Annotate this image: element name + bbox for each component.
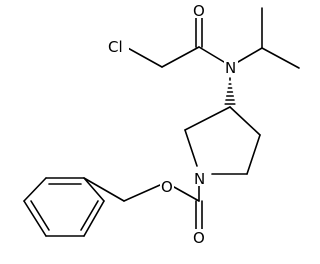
- bond-c2-c3: [184, 106, 231, 131]
- chemical-structure: Cl O N N O O: [23, 2, 300, 247]
- bond-ch-ch3-right: [261, 47, 300, 69]
- atom-o-ester: O: [161, 178, 173, 196]
- bond-ch2-carbonyl: [161, 46, 200, 68]
- bond-ch2-phenyl: [83, 177, 125, 202]
- bond-n-ch: [237, 47, 263, 63]
- hashed-wedge-bond: [224, 77, 236, 105]
- atom-o-ketone: O: [193, 2, 205, 20]
- bond-oester-ch2: [123, 184, 161, 202]
- bond-c3-c4: [229, 106, 261, 136]
- bond-cl-ch2: [125, 46, 163, 68]
- bond-carbonyl-n: [198, 46, 225, 63]
- atom-n-amide: N: [225, 59, 236, 77]
- bond-n1-c2: [184, 129, 198, 167]
- bond-c4-c5: [246, 134, 261, 175]
- bond-carbamate-oester: [173, 186, 200, 202]
- atom-n-ring: N: [194, 170, 205, 188]
- atom-cl: Cl: [108, 38, 123, 56]
- atom-o-carbonyl: O: [193, 229, 205, 247]
- benzene-ring: [23, 177, 105, 237]
